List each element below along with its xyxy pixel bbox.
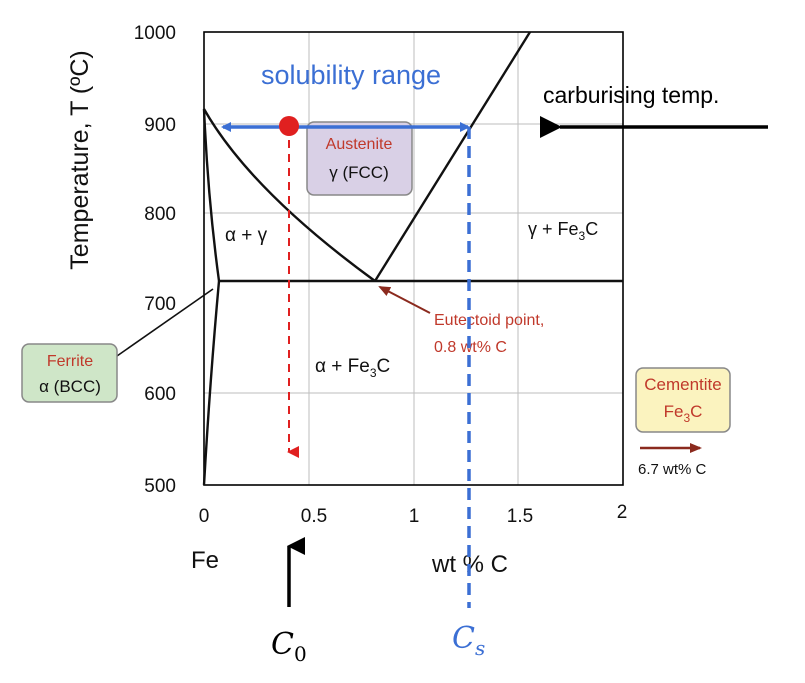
xtick-0: 0 (199, 506, 210, 527)
eutectoid-line1: Eutectoid point, (434, 312, 544, 329)
c0-subscript: 0 (294, 642, 307, 666)
a3-boundary (202, 108, 376, 282)
cs-subscript: s (475, 636, 485, 660)
y-tick-labels: 1000 900 800 700 600 500 (134, 23, 176, 497)
eutectoid-pointer (378, 286, 431, 314)
xtick-1.5: 1.5 (507, 506, 533, 527)
c0-symbol: C (271, 627, 294, 662)
alpha-solvus-lower (202, 280, 221, 486)
cementite-formula: Fe3C (664, 402, 703, 425)
ferrite-title: Ferrite (47, 353, 93, 370)
y-axis-label: Temperature, T (ºC) (66, 50, 94, 269)
cs-symbol: C (452, 621, 475, 656)
label-gamma-fe3c: γ + Fe3C (528, 219, 598, 243)
carburising-temp-label: carburising temp. (543, 82, 719, 108)
xtick-2: 2 (617, 502, 628, 523)
solubility-range-label: solubility range (261, 60, 441, 90)
x-tick-labels: 0 0.5 1 1.5 2 (199, 502, 628, 527)
xtick-1: 1 (409, 506, 420, 527)
xtick-0.5: 0.5 (301, 506, 327, 527)
label-alpha-gamma: α + γ (225, 225, 268, 246)
eutectoid-annotation: Eutectoid point, 0.8 wt% C (378, 286, 544, 356)
c0-label: C0 (271, 627, 307, 666)
c0-point (279, 116, 299, 136)
ytick-600: 600 (144, 384, 176, 405)
ytick-500: 500 (144, 476, 176, 497)
acm-boundary (373, 31, 532, 282)
austenite-structure: γ (FCC) (329, 163, 388, 182)
austenite-title: Austenite (326, 136, 393, 153)
ferrite-pointer (116, 288, 214, 357)
label-alpha-fe3c: α + Fe3C (315, 356, 390, 380)
cementite-title: Cementite (644, 375, 721, 394)
ytick-900: 900 (144, 115, 176, 136)
alpha-solvus-upper (202, 108, 221, 282)
austenite-box: Austenite γ (FCC) (306, 121, 413, 196)
ytick-700: 700 (144, 294, 176, 315)
x-origin-label: Fe (191, 547, 219, 574)
ferrite-box: Ferrite α (BCC) (21, 288, 214, 403)
cs-label: Cs (452, 621, 485, 660)
ferrite-structure: α (BCC) (39, 377, 101, 396)
ytick-1000: 1000 (134, 23, 176, 44)
phase-boundaries (202, 31, 623, 486)
plot-frame (203, 31, 624, 486)
ytick-800: 800 (144, 204, 176, 225)
cementite-composition: 6.7 wt% C (638, 461, 707, 478)
cementite-box: Cementite Fe3C 6.7 wt% C (635, 367, 731, 478)
